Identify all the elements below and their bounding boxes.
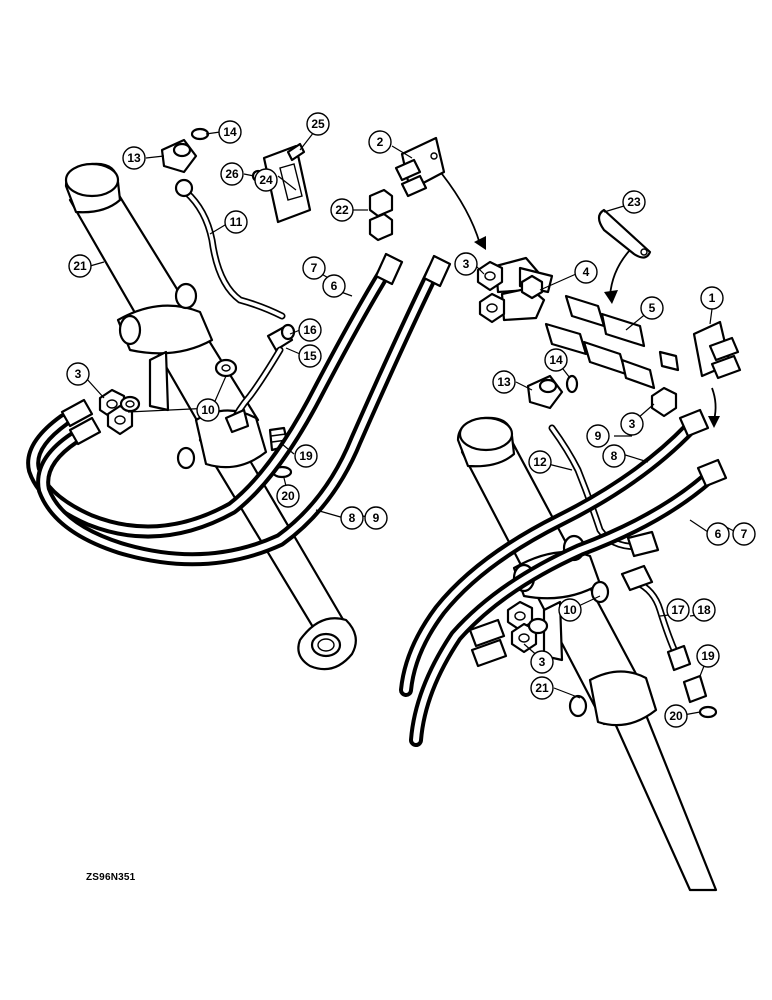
left-port-fitting-16 bbox=[266, 323, 296, 352]
callout-3-middle: 3 bbox=[463, 257, 470, 271]
left-hoses bbox=[26, 252, 452, 567]
callout-8-right: 8 bbox=[611, 449, 618, 463]
right-hoses bbox=[399, 408, 728, 747]
callout-13-right: 13 bbox=[497, 375, 511, 389]
left-rod-eye bbox=[297, 617, 357, 671]
right-cylinder-assembly bbox=[456, 208, 742, 892]
callout-6-right: 6 bbox=[715, 527, 722, 541]
callout-2: 2 bbox=[377, 135, 384, 149]
strap-23 bbox=[597, 208, 652, 259]
right-nuts-3 bbox=[506, 600, 549, 654]
callout-26: 26 bbox=[225, 167, 239, 181]
callout-20-right: 20 bbox=[669, 709, 683, 723]
right-washer-10 bbox=[590, 580, 610, 604]
callout-4: 4 bbox=[583, 265, 590, 279]
left-cylinder-head bbox=[176, 409, 268, 470]
left-fitting-13 bbox=[160, 138, 198, 174]
callout-10-right: 10 bbox=[563, 603, 577, 617]
callout-9-right: 9 bbox=[595, 429, 602, 443]
callout-1: 1 bbox=[709, 291, 716, 305]
left-cylinder-cap bbox=[64, 162, 122, 214]
right-o-ring-20 bbox=[698, 705, 718, 719]
callout-15: 15 bbox=[303, 349, 317, 363]
left-washer-10 bbox=[214, 358, 238, 378]
callout-24: 24 bbox=[259, 173, 273, 187]
callout-12: 12 bbox=[533, 455, 547, 469]
left-nuts-3 bbox=[98, 388, 141, 436]
callout-21-right: 21 bbox=[535, 681, 549, 695]
callout-25: 25 bbox=[311, 117, 325, 131]
callout-17: 17 bbox=[671, 603, 685, 617]
right-cylinder-cap bbox=[456, 416, 516, 468]
right-o-ring-14 bbox=[565, 374, 579, 394]
callout-9-left: 9 bbox=[373, 511, 380, 525]
callout-18: 18 bbox=[697, 603, 711, 617]
middle-nuts-3 bbox=[476, 260, 544, 324]
callout-20-left: 20 bbox=[281, 489, 295, 503]
callout-22: 22 bbox=[335, 203, 349, 217]
callout-23: 23 bbox=[627, 195, 641, 209]
nut-3-right-middle bbox=[650, 386, 678, 418]
callout-19-right: 19 bbox=[701, 649, 715, 663]
callout-7-right: 7 bbox=[741, 527, 748, 541]
couplers-5 bbox=[544, 294, 680, 390]
callout-3-left: 3 bbox=[75, 367, 82, 381]
left-trunnion bbox=[116, 282, 214, 412]
callout-10-left: 10 bbox=[201, 403, 215, 417]
right-cylinder-head bbox=[568, 670, 658, 727]
bolt-25 bbox=[286, 142, 306, 162]
callout-14-left: 14 bbox=[223, 125, 237, 139]
callout-3-right-lower: 3 bbox=[539, 655, 546, 669]
callout-7-left: 7 bbox=[311, 261, 318, 275]
right-fitting-19 bbox=[682, 674, 708, 704]
left-o-ring-14 bbox=[190, 127, 210, 141]
callout-5: 5 bbox=[649, 301, 656, 315]
callout-6-left: 6 bbox=[331, 279, 338, 293]
callout-11: 11 bbox=[230, 215, 243, 229]
callout-13-left: 13 bbox=[127, 151, 141, 165]
callout-16: 16 bbox=[303, 323, 317, 337]
bracket-plate-24 bbox=[262, 144, 312, 224]
bulkhead-bracket-2 bbox=[394, 136, 446, 198]
callouts: 1 2 3 3 3 3 4 5 7 6 9 8 6 7 bbox=[66, 112, 756, 728]
callout-19-left: 19 bbox=[299, 449, 313, 463]
left-cylinder-assembly bbox=[64, 127, 554, 671]
figure-reference-code: ZS96N351 bbox=[86, 872, 136, 883]
callout-14-right: 14 bbox=[549, 353, 563, 367]
callout-8-left: 8 bbox=[349, 511, 356, 525]
spacers-22 bbox=[368, 188, 394, 242]
assembly-arrows bbox=[441, 173, 720, 428]
callout-21-left: 21 bbox=[73, 259, 87, 273]
right-fitting-13 bbox=[526, 374, 564, 410]
bulkhead-bracket-1 bbox=[692, 320, 742, 380]
callout-3-right-middle: 3 bbox=[629, 417, 636, 431]
